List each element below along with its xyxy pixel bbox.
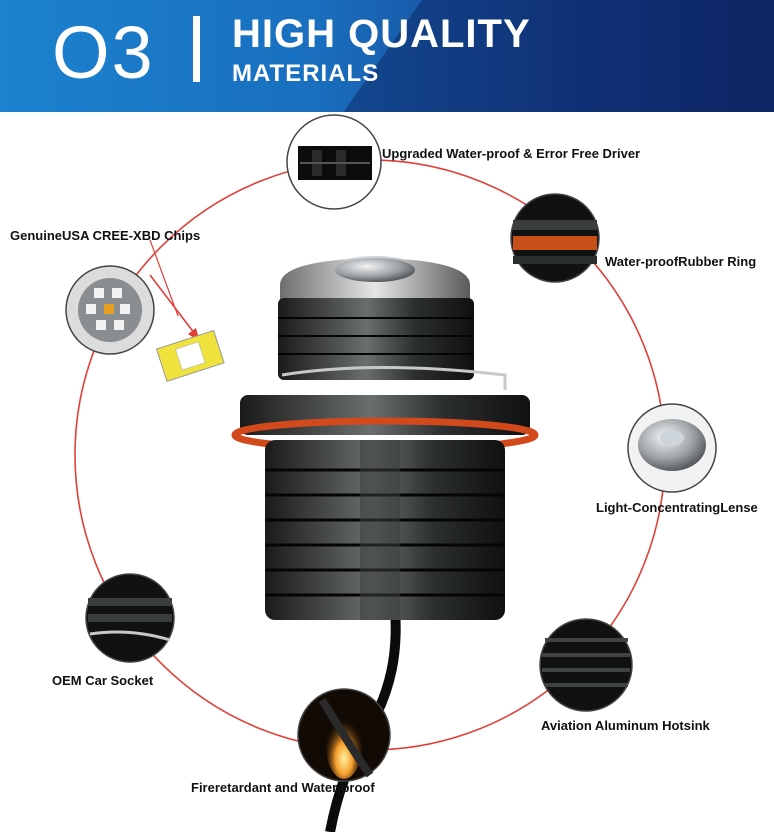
label-ring: Water-proofRubber Ring — [605, 254, 757, 269]
hotsink-detail-image — [539, 618, 633, 712]
label-hotsink: Aviation Aluminum Hotsink — [541, 718, 710, 733]
label-lense: Light-ConcentratingLense — [596, 500, 758, 515]
cable-detail-image — [297, 688, 391, 782]
chip-arrow-2 — [149, 239, 179, 317]
led-marker-body — [231, 256, 539, 832]
label-socket: OEM Car Socket — [52, 673, 154, 688]
label-driver: Upgraded Water-proof & Error Free Driver — [382, 146, 641, 161]
divider-bar — [193, 16, 200, 82]
cree-chip-image — [155, 329, 225, 383]
section-title: HIGH QUALITY — [232, 12, 531, 56]
driver-detail-image — [286, 114, 382, 210]
label-cable: Fireretardant and Water-proof — [191, 780, 375, 795]
chips-detail-image — [65, 265, 155, 355]
socket-detail-image — [85, 573, 175, 663]
section-subtitle: MATERIALS — [232, 60, 380, 87]
ring-detail-image — [510, 193, 600, 283]
label-chips: GenuineUSA CREE-XBD Chips — [10, 228, 201, 243]
header-banner: O3 HIGH QUALITY MATERIALS — [0, 0, 774, 112]
section-number: O3 — [52, 11, 155, 94]
lense-detail-image — [627, 403, 717, 493]
